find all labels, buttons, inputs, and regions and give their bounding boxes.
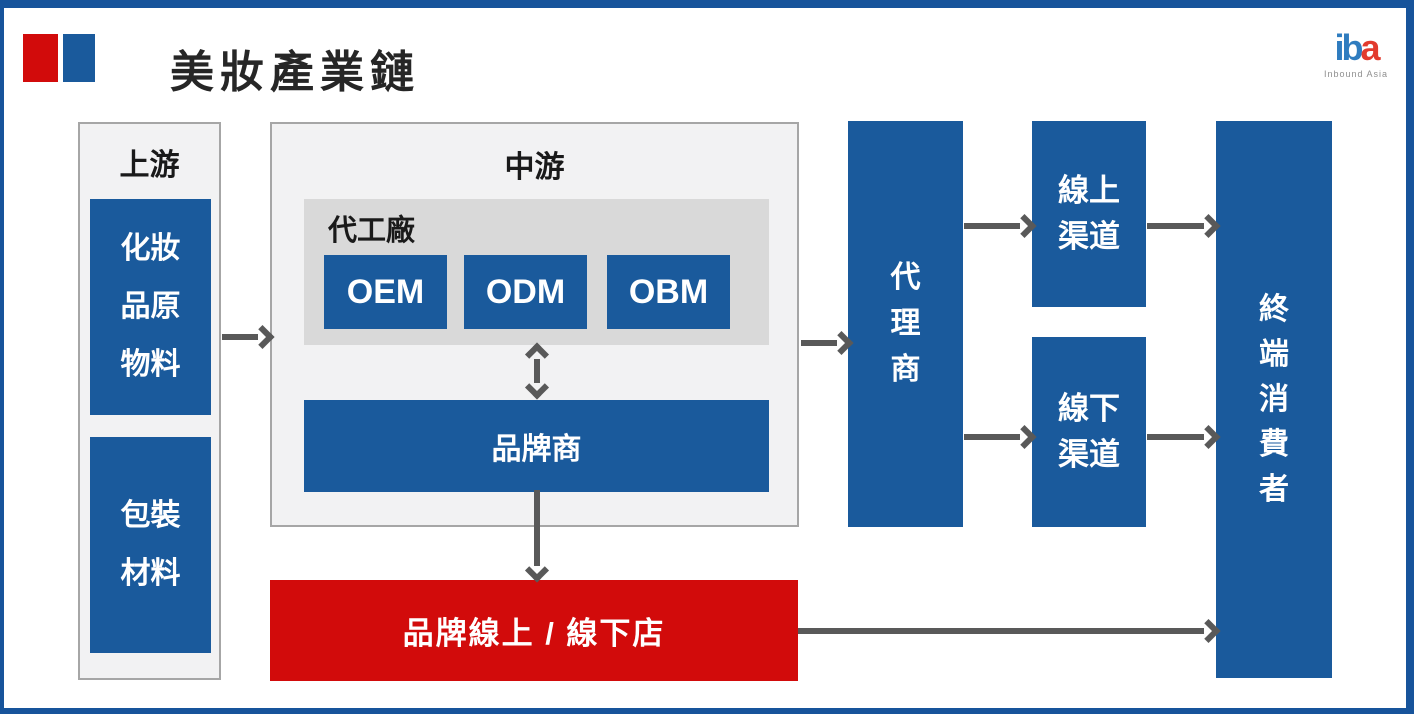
logo-letter-a: a (1360, 27, 1380, 68)
oem-box: OEM (324, 255, 447, 329)
contract-factory-box: 代工廠 OEM ODM OBM (304, 199, 769, 345)
odm-box: ODM (464, 255, 587, 329)
upstream-panel: 上游 化妝 品原 物料 包裝 材料 (78, 122, 221, 680)
arrow-brand-store-to-consumer (798, 618, 1221, 644)
obm-box: OBM (607, 255, 730, 329)
page-border-bottom (0, 708, 1414, 714)
arrow-factory-brand-bidirectional (524, 342, 550, 400)
midstream-panel: 中游 代工廠 OEM ODM OBM 品牌商 (270, 122, 799, 527)
online-channel-line: 線上 (1058, 173, 1120, 208)
agent-line: 代 (890, 261, 921, 294)
arrow-upstream-to-midstream (222, 324, 275, 350)
raw-materials-box: 化妝 品原 物料 (90, 199, 211, 415)
page-title: 美妝產業鏈 (170, 48, 420, 97)
end-consumer-line: 者 (1259, 473, 1289, 506)
logo-wordmark: iba (1314, 28, 1398, 68)
page-border-right (1406, 0, 1414, 714)
midstream-label: 中游 (504, 151, 565, 184)
arrow-agent-to-offline-channel (964, 424, 1037, 450)
offline-channel-line: 渠道 (1058, 437, 1120, 472)
packaging-materials-box: 包裝 材料 (90, 437, 211, 653)
upstream-label: 上游 (119, 149, 180, 182)
online-channel-box: 線上 渠道 (1032, 121, 1146, 307)
arrow-agent-to-online-channel (964, 213, 1037, 239)
end-consumer-line: 終 (1259, 293, 1289, 326)
title-blue-square (63, 34, 95, 82)
arrowhead-down-icon (524, 558, 550, 583)
raw-materials-line: 品原 (120, 290, 181, 323)
contract-factory-label: 代工廠 (328, 215, 416, 247)
end-consumer-line: 端 (1259, 338, 1289, 371)
logo-letter-i: i (1334, 27, 1344, 68)
online-channel-line: 渠道 (1058, 219, 1120, 254)
end-consumer-box: 終 端 消 費 者 (1216, 121, 1332, 678)
raw-materials-line: 物料 (120, 348, 181, 381)
agent-box: 代 理 商 (848, 121, 963, 527)
title-red-square (23, 34, 58, 82)
agent-line: 商 (890, 353, 921, 386)
brand-owner-box: 品牌商 (304, 400, 769, 492)
end-consumer-line: 消 (1259, 383, 1289, 416)
page-border-top (0, 0, 1414, 8)
inbound-asia-logo: iba Inbound Asia (1314, 28, 1398, 80)
agent-line: 理 (890, 307, 921, 340)
arrow-offline-channel-to-consumer (1147, 424, 1221, 450)
arrow-midstream-to-agent (801, 330, 854, 356)
brand-owner-label: 品牌商 (491, 433, 582, 466)
page-border-left (0, 0, 4, 714)
raw-materials-line: 化妝 (120, 232, 181, 265)
logo-letter-b: b (1341, 27, 1363, 68)
arrow-online-channel-to-consumer (1147, 213, 1221, 239)
logo-caption: Inbound Asia (1323, 69, 1389, 79)
end-consumer-line: 費 (1259, 428, 1289, 461)
offline-channel-box: 線下 渠道 (1032, 337, 1146, 527)
arrow-brand-to-brand-store (524, 490, 550, 583)
offline-channel-line: 線下 (1058, 391, 1120, 426)
packaging-line: 包裝 (120, 499, 181, 532)
packaging-line: 材料 (120, 557, 181, 590)
brand-store-box: 品牌線上 / 線下店 (270, 580, 798, 681)
